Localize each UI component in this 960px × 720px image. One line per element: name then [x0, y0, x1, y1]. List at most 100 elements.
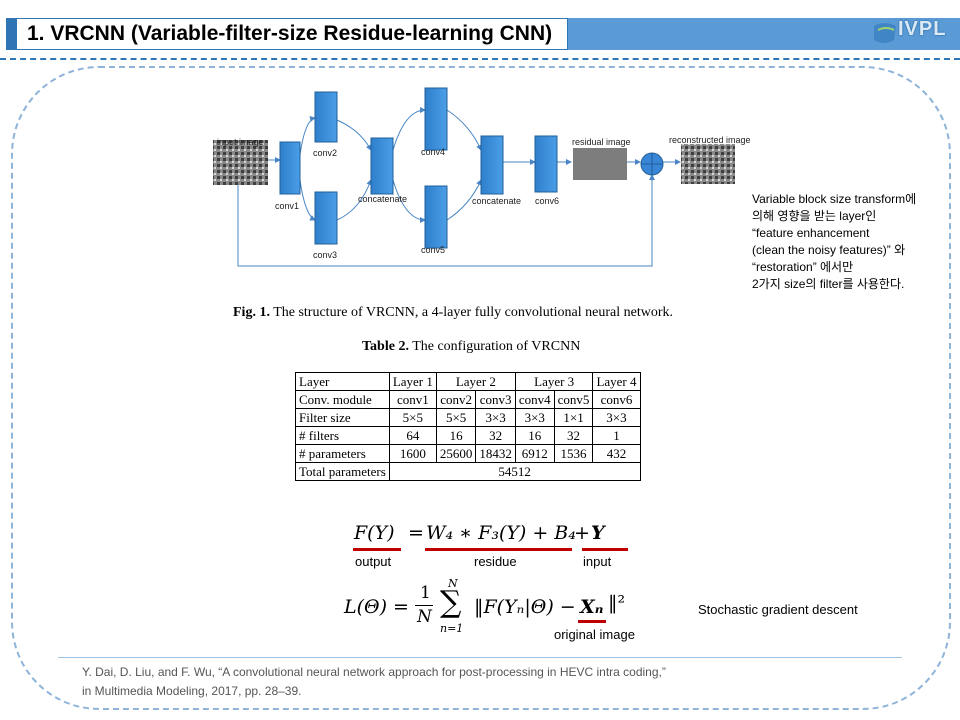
table-cell: 1600	[389, 445, 436, 463]
table-cell: 3×3	[476, 409, 516, 427]
table-cell: Layer 3	[515, 373, 593, 391]
header-divider	[0, 58, 960, 60]
reference-line-2: in Multimedia Modeling, 2017, pp. 28–39.	[82, 682, 666, 701]
label-conv2: conv2	[313, 148, 337, 158]
conv1-block	[280, 142, 300, 194]
label-conv4: conv4	[421, 147, 445, 157]
table-cell: conv1	[389, 391, 436, 409]
label-stochastic-gradient-descent: Stochastic gradient descent	[698, 602, 858, 617]
table-cell: 1536	[554, 445, 593, 463]
eq2-tail: ‖²	[608, 592, 625, 614]
table-row: # parameters 1600 25600 18432 6912 1536 …	[296, 445, 641, 463]
conv3-block	[315, 192, 337, 244]
conv2-block	[315, 92, 337, 142]
side-note-line: Variable block size transform에	[752, 191, 952, 208]
table-cell: conv5	[554, 391, 593, 409]
table-cell: 16	[436, 427, 476, 445]
label-input: input	[583, 554, 611, 569]
conv4-block	[425, 88, 447, 150]
table-cell: conv3	[476, 391, 516, 409]
underline-original-image	[578, 620, 606, 623]
label-output: output	[355, 554, 391, 569]
table-caption-label: Table 2.	[362, 339, 409, 354]
eq1-plus: +	[574, 522, 590, 544]
side-note-line: (clean the noisy features)” 와	[752, 242, 952, 259]
side-note-line: 2가지 size의 filter를 사용한다.	[752, 276, 952, 293]
conv5-block	[425, 186, 447, 248]
reference: Y. Dai, D. Liu, and F. Wu, “A convolutio…	[82, 663, 666, 701]
slide-title: 1. VRCNN (Variable-filter-size Residue-l…	[16, 18, 568, 50]
table-cell: 5×5	[389, 409, 436, 427]
concatenate2-block	[481, 136, 503, 194]
table-cell: Filter size	[296, 409, 390, 427]
table-cell: 25600	[436, 445, 476, 463]
table-cell: 6912	[515, 445, 554, 463]
logo-text: IVPL	[898, 18, 946, 41]
figure-caption: Fig. 1. The structure of VRCNN, a 4-laye…	[233, 305, 673, 321]
table-cell: conv2	[436, 391, 476, 409]
table-caption: Table 2. The configuration of VRCNN	[362, 339, 580, 355]
label-conv5: conv5	[421, 245, 445, 255]
table-cell: 5×5	[436, 409, 476, 427]
table-cell: Layer 4	[593, 373, 640, 391]
table-row: Conv. module conv1 conv2 conv3 conv4 con…	[296, 391, 641, 409]
table-cell: Layer 1	[389, 373, 436, 391]
table-cell: 54512	[389, 463, 640, 481]
eq2-body: ‖F(Yₙ|Θ) −	[474, 596, 576, 618]
underline-input	[582, 548, 628, 551]
eq2-target: Xₙ	[580, 596, 603, 618]
eq2-numerator: 1	[420, 583, 431, 603]
table-cell: # parameters	[296, 445, 390, 463]
table-cell: 3×3	[593, 409, 640, 427]
table-cell: 1×1	[554, 409, 593, 427]
table-caption-text: The configuration of VRCNN	[412, 339, 580, 354]
table-cell: Layer	[296, 373, 390, 391]
reconstructed-image-thumbnail	[681, 144, 735, 184]
table-cell: 3×3	[515, 409, 554, 427]
table-row: # filters 64 16 32 16 32 1	[296, 427, 641, 445]
underline-residue	[425, 548, 572, 551]
label-reconstructed-image: reconstructed image	[669, 135, 751, 145]
vrcnn-configuration-table: Layer Layer 1 Layer 2 Layer 3 Layer 4 Co…	[295, 372, 641, 481]
eq2-fraction-bar	[415, 605, 433, 606]
table-cell: 432	[593, 445, 640, 463]
figure-caption-text: The structure of VRCNN, a 4-layer fully …	[273, 305, 673, 320]
side-note-line: “restoration” 에서만	[752, 259, 952, 276]
eq1-input: Y	[591, 522, 605, 544]
table-row: Filter size 5×5 5×5 3×3 3×3 1×1 3×3	[296, 409, 641, 427]
side-note: Variable block size transform에 의해 영향을 받는…	[752, 191, 952, 293]
label-conv6: conv6	[535, 196, 559, 206]
concatenate1-block	[371, 138, 393, 194]
table-cell: 16	[515, 427, 554, 445]
figure-caption-label: Fig. 1.	[233, 305, 270, 320]
table-cell: 18432	[476, 445, 516, 463]
table-cell: conv4	[515, 391, 554, 409]
table-cell: 32	[476, 427, 516, 445]
table-row: Layer Layer 1 Layer 2 Layer 3 Layer 4	[296, 373, 641, 391]
table-cell: Layer 2	[436, 373, 515, 391]
label-concatenate-1: concatenate	[358, 194, 407, 204]
table-row: Total parameters 54512	[296, 463, 641, 481]
table-cell: Conv. module	[296, 391, 390, 409]
eq1-lhs: F(Y)	[354, 522, 395, 544]
title-accent	[6, 18, 16, 50]
side-note-line: “feature enhancement	[752, 225, 952, 242]
table-cell: 64	[389, 427, 436, 445]
equation-output: F(Y)	[354, 522, 395, 544]
table-cell: 32	[554, 427, 593, 445]
label-residue: residue	[474, 554, 517, 569]
eq1-residue: W₄ ∗ F₃(Y) + B₄	[426, 522, 576, 544]
table-cell: Total parameters	[296, 463, 390, 481]
label-conv3: conv3	[313, 250, 337, 260]
residual-image-thumbnail	[573, 148, 627, 180]
label-concatenate-2: concatenate	[472, 196, 521, 206]
reference-line-1: Y. Dai, D. Liu, and F. Wu, “A convolutio…	[82, 663, 666, 682]
vrcnn-structure-diagram: input image conv1 conv2 conv3 concatenat…	[205, 80, 765, 280]
conv6-block	[535, 136, 557, 192]
underline-output	[353, 548, 401, 551]
eq2-sum-bottom: n=1	[440, 622, 463, 635]
eq2-lhs: L(Θ) =	[344, 596, 409, 618]
label-input-image: input image	[217, 137, 264, 147]
label-conv1: conv1	[275, 201, 299, 211]
table-cell: # filters	[296, 427, 390, 445]
